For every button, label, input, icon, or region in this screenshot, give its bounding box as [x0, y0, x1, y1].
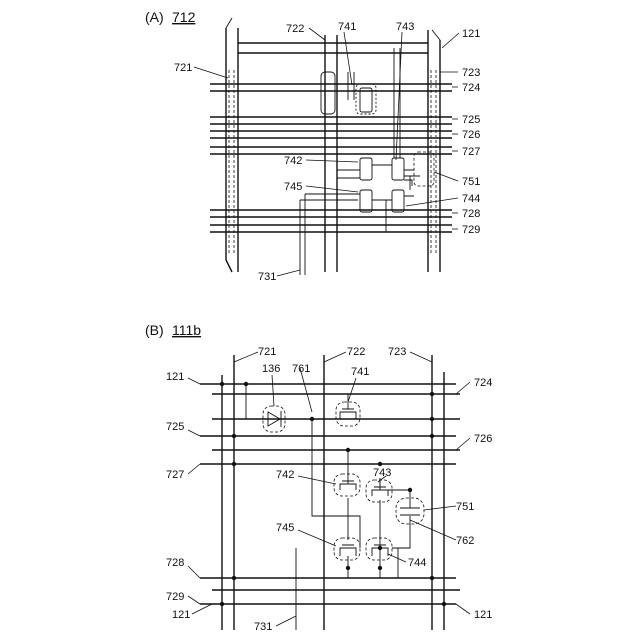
diode-136: [246, 384, 312, 432]
label-751: 751: [462, 176, 480, 188]
label-121: 121: [462, 28, 480, 40]
label-743: 743: [396, 21, 414, 33]
label-731: 731: [258, 271, 276, 283]
label-727: 727: [462, 146, 480, 158]
transistor-741: [312, 394, 432, 426]
internal-routing: [337, 165, 420, 232]
label-742: 742: [276, 469, 294, 481]
panel-b-schematic: (B) 111b: [145, 322, 492, 633]
label-723: 723: [462, 67, 480, 79]
label-726: 726: [462, 129, 480, 141]
panel-a-title: (A): [145, 9, 164, 25]
transistor-743-area: [392, 158, 404, 180]
vertical-bar-right: [428, 30, 440, 272]
label-725: 725: [166, 421, 184, 433]
label-121-bottom-left: 121: [172, 609, 190, 621]
label-724: 724: [474, 377, 492, 389]
label-121-top-left: 121: [166, 371, 184, 383]
horizontal-bar-121: [238, 43, 428, 53]
label-743: 743: [373, 467, 391, 479]
line-725: [210, 117, 452, 124]
horizontal-lines: [210, 84, 452, 232]
contact-columns: [229, 70, 436, 255]
vertical-bar-left: [226, 28, 238, 272]
device-islands: [229, 48, 436, 275]
label-722: 722: [347, 346, 365, 358]
panel-a-labels: 722 741 743 121 721 723 724 725 726 727 …: [174, 21, 480, 283]
line-728: [210, 210, 452, 217]
label-728: 728: [166, 557, 184, 569]
label-742: 742: [284, 155, 302, 167]
label-726: 726: [474, 433, 492, 445]
label-731: 731: [254, 621, 272, 633]
label-745: 745: [284, 181, 302, 193]
label-136: 136: [262, 363, 280, 375]
panel-b-leaders: [188, 352, 470, 626]
internal-wiring: [312, 419, 410, 578]
label-729: 729: [166, 591, 184, 603]
label-729: 729: [462, 224, 480, 236]
label-727: 727: [166, 469, 184, 481]
label-721: 721: [174, 62, 192, 74]
line-724: [210, 84, 452, 91]
label-121-bottom-right: 121: [474, 609, 492, 621]
label-745: 745: [276, 522, 294, 534]
vertical-lines: [222, 355, 444, 630]
label-724: 724: [462, 82, 480, 94]
label-744: 744: [462, 193, 480, 205]
transistor-745: [334, 538, 360, 560]
transistor-741-symbol: [340, 394, 356, 419]
label-741: 741: [351, 366, 369, 378]
vertical-bars: [226, 18, 440, 272]
schematic-horizontal-lines: [200, 384, 460, 604]
line-731: [300, 194, 360, 275]
junction-dots: [220, 382, 446, 606]
transistor-745-area: [360, 190, 372, 212]
transistor-742-area: [360, 158, 372, 180]
panel-b-title: (B): [145, 322, 164, 338]
label-721: 721: [258, 346, 276, 358]
label-761: 761: [292, 363, 310, 375]
label-722: 722: [286, 23, 304, 35]
label-744: 744: [408, 557, 426, 569]
island-722: [321, 72, 335, 114]
panel-a-ref: 712: [172, 9, 196, 25]
transistor-744-area: [392, 190, 404, 212]
panel-a-layout: (A) 712: [145, 9, 480, 283]
line-729: [210, 225, 452, 232]
line-726: [210, 131, 452, 138]
label-723: 723: [388, 346, 406, 358]
label-728: 728: [462, 208, 480, 220]
label-725: 725: [462, 114, 480, 126]
label-751: 751: [456, 501, 474, 513]
transistor-742: [334, 474, 360, 496]
label-741: 741: [338, 21, 356, 33]
panel-b-ref: 111b: [172, 322, 201, 338]
label-762: 762: [456, 535, 474, 547]
